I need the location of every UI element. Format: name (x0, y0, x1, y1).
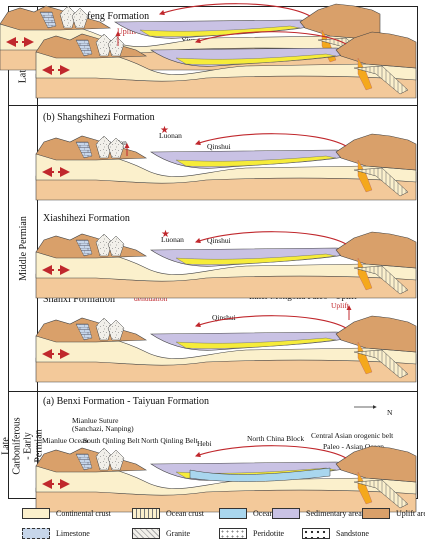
luonan-star-x: ★ (161, 229, 170, 240)
north-china-ocean (189, 467, 331, 482)
section-shanxi (36, 316, 416, 382)
panel-c-uplift-label: Uplift (117, 27, 137, 36)
panel-b-qinshui-label: Qinshui (207, 142, 231, 151)
panel-s-qinshui-label: Qinshui (212, 313, 236, 322)
north-china-block-label: North China Block (247, 434, 305, 443)
legend-granite: Granite (132, 528, 190, 539)
paleo-asian-ocean-label: Paleo - Asian Ocean (323, 442, 385, 451)
panel-b-title: (b) Shangshihezi Formation (43, 112, 155, 123)
panel-shanxi-title: Shanxi Formation (43, 294, 115, 305)
mianlue-suture-label: Mianlue Suture (72, 416, 119, 425)
panel-x-qinshui-label: Qinshui (207, 236, 231, 245)
central-asian-orogenic-belt-label: Central Asian orogenic belt (311, 431, 394, 440)
legend-sandstone: Sandstone (302, 528, 369, 539)
late-permian-divider (9, 105, 417, 106)
sanchazi-nanping-label: (Sanchazi, Nanping) (72, 424, 134, 433)
legend-limestone: Limestone (22, 528, 90, 539)
legend-ocean-crust: Ocean crust (132, 508, 204, 519)
legend-continental-crust: Continental crust (22, 508, 111, 519)
panel-x-luonan-label: Luonan (161, 235, 184, 244)
panel-a-title: (a) Benxi Formation - Taiyuan Formation (43, 396, 210, 407)
panel-c-title: (c) Shiqianfeng Formation (43, 11, 150, 22)
panel-b-luonan-label: Luonan (159, 131, 182, 140)
south-qinling-belt-label: South Qinling Belt (83, 436, 140, 445)
legend-ocean: Ocean (219, 508, 273, 519)
hebi-label: Hebi (197, 439, 212, 448)
luonan-star-b: ★ (160, 125, 169, 136)
legend: Continental crust Ocean crust Ocean Sedi… (22, 508, 425, 544)
north-arrow-label: N (387, 408, 393, 417)
legend-sedimentary-area: Sedimentary area (272, 508, 362, 519)
middle-permian-divider (9, 391, 417, 392)
mianlue-ocean-label: Mianlue Ocean (42, 436, 89, 445)
section-xiashihezi (36, 232, 416, 298)
north-qinling-belt-label: North Qinling Belt (141, 436, 198, 445)
legend-peridotite: Peridotite (219, 528, 284, 539)
panel-s-uplift-label: Uplift (331, 301, 349, 310)
legend-uplift-area: Uplift area (362, 508, 425, 519)
section-b (36, 134, 416, 200)
panel-s-denudation-label: denudation (134, 294, 168, 303)
panel-xiashihezi-title: Xiashihezi Formation (43, 213, 130, 224)
